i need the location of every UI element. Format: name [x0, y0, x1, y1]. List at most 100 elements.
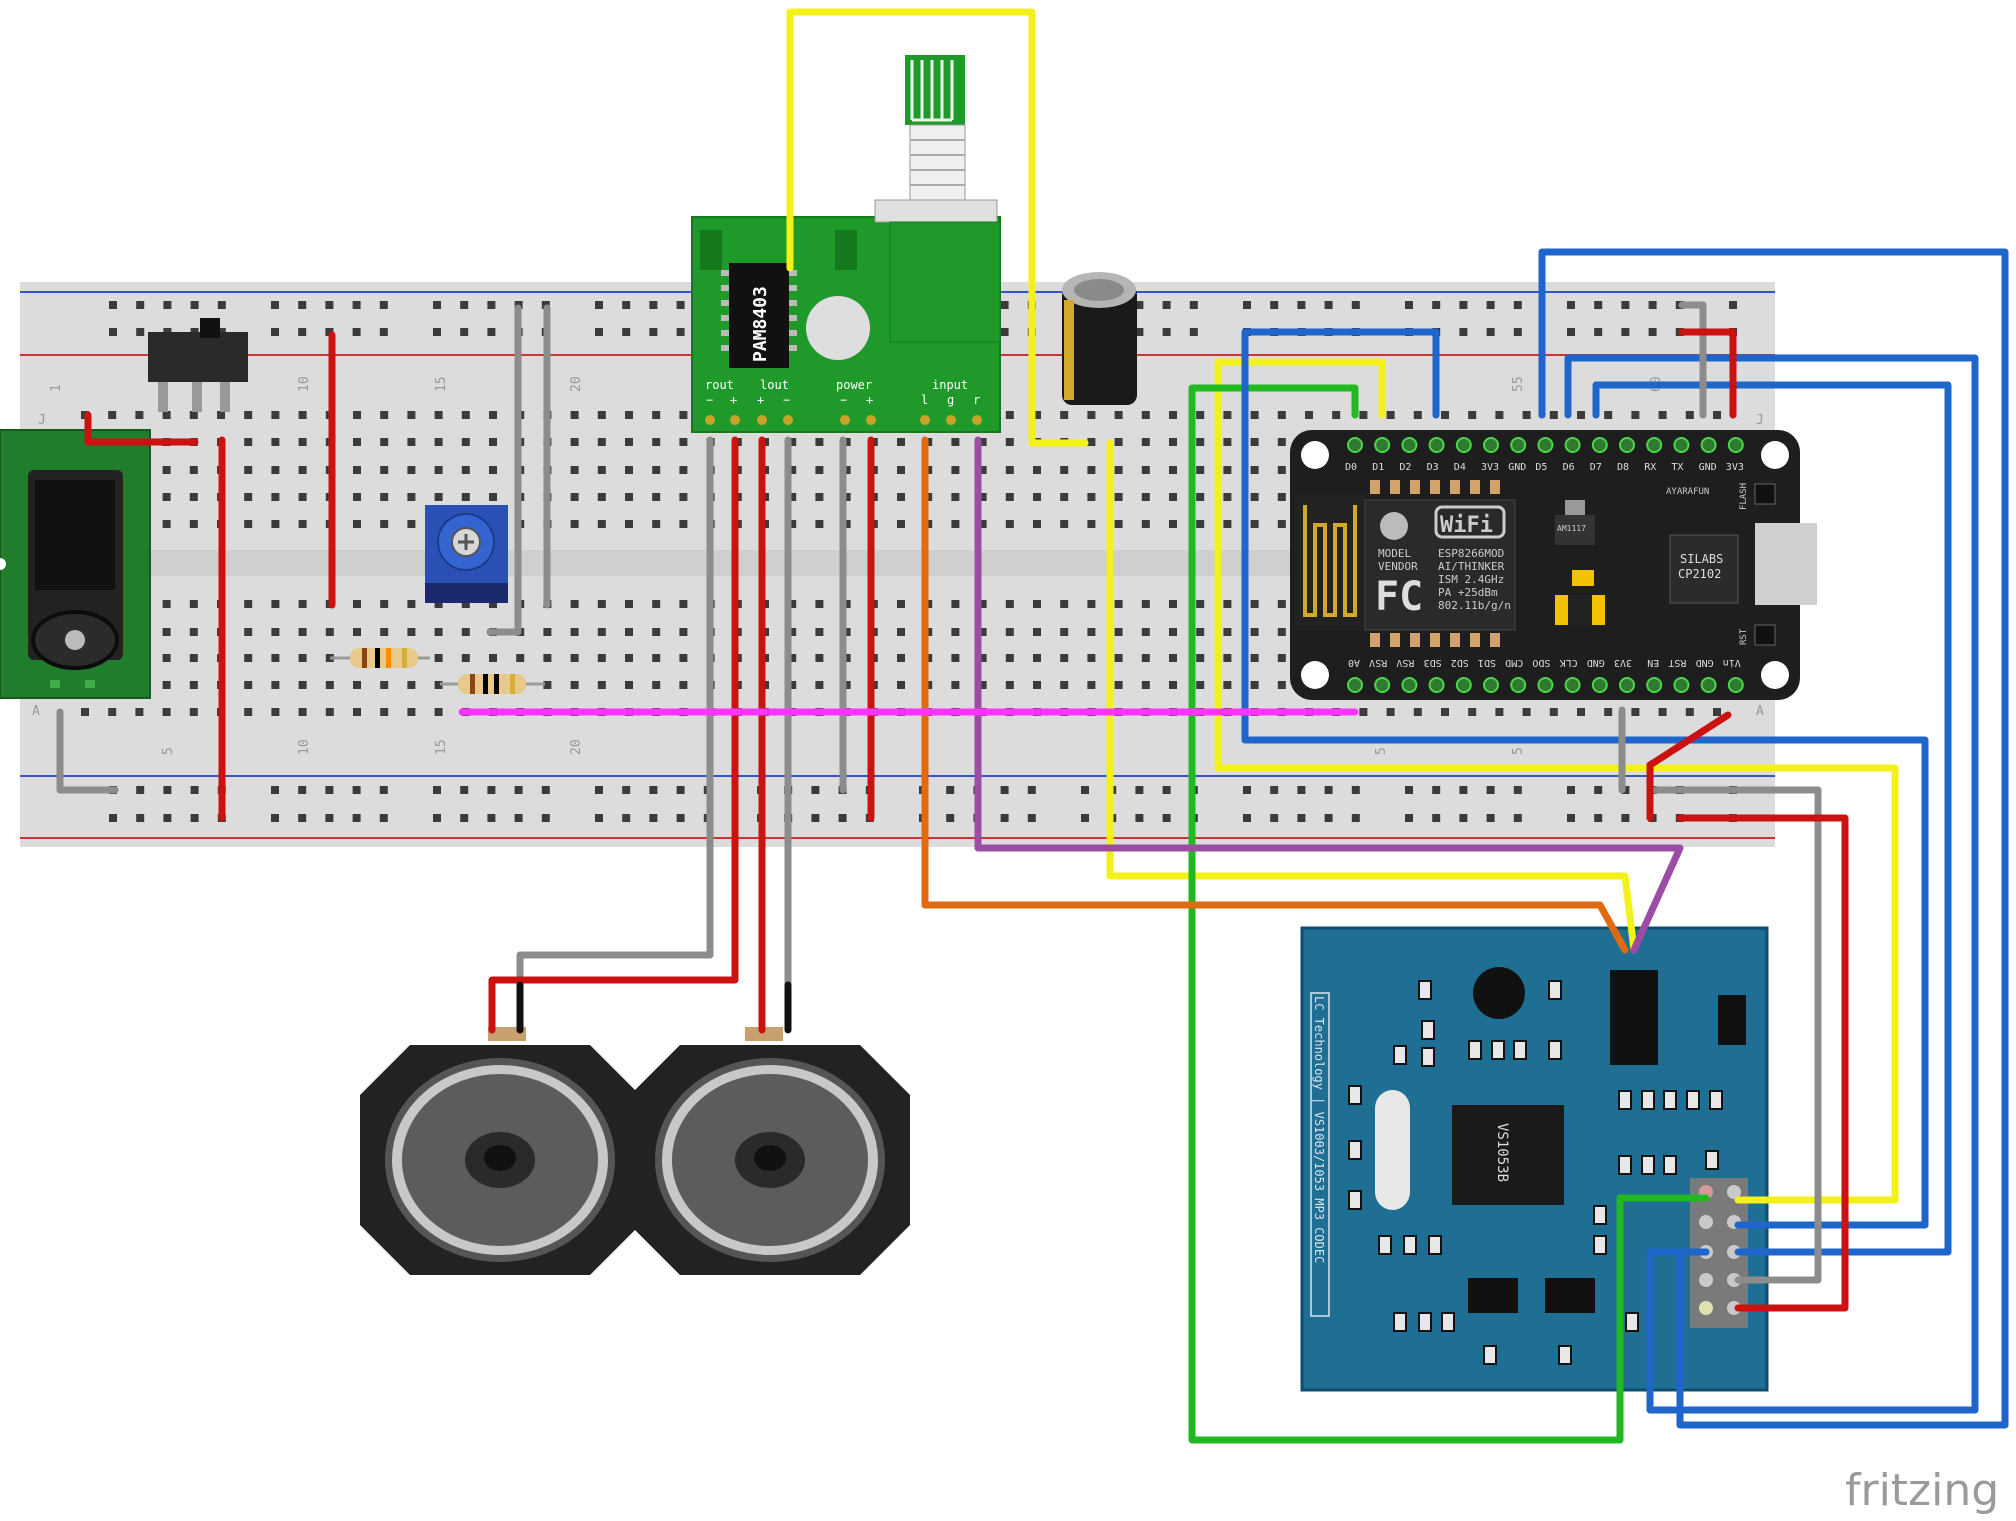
- esp-bottom-pin-label: 3V3: [1614, 657, 1632, 668]
- dc-jack-module: [0, 429, 151, 699]
- trimmer-potentiometer: [425, 505, 508, 603]
- wire-yellow: [786, 8, 1089, 447]
- mp3-smd-pads: [1348, 980, 1723, 1365]
- esp-bottom-pin-label: CLK: [1560, 657, 1578, 668]
- col-number: 5: [1511, 747, 1526, 755]
- esp-module-line: 802.11b/g/n: [1438, 599, 1511, 612]
- esp-bottom-pin-label: GND: [1587, 657, 1605, 668]
- wire-grey: [1678, 301, 1707, 419]
- amp-input-label: input: [932, 378, 968, 392]
- usb-chip-label: CP2102: [1678, 567, 1721, 581]
- vs1053-mp3-module: LC Technology | VS1003/1053 MP3 CODEC VS…: [1300, 926, 1769, 1392]
- wire-grey: [1646, 786, 1822, 1284]
- amp-input-pin: g: [947, 393, 954, 407]
- wire-purple: [974, 436, 1684, 954]
- esp-bottom-pin-label: EN: [1647, 657, 1659, 668]
- col-number: 20: [569, 376, 584, 392]
- esp-top-pin-label: RX: [1644, 462, 1656, 473]
- amp-pin-polarity: −: [706, 393, 713, 407]
- mp3-chip-label: VS1053B: [1494, 1123, 1510, 1182]
- esp-bottom-pin-label: RSV: [1369, 657, 1387, 668]
- wire-grey: [486, 304, 522, 636]
- esp-top-pin-label: GND: [1699, 462, 1717, 473]
- slide-switch: [148, 318, 248, 412]
- wire-red: [84, 411, 199, 446]
- esp-top-pin-label: 3V3: [1726, 462, 1744, 473]
- electrolytic-capacitor: [1062, 272, 1137, 405]
- esp-bottom-pin-label: SD3: [1424, 657, 1442, 668]
- esp-bottom-pin-label: SDO: [1532, 657, 1550, 668]
- mp3-side-label: LC Technology | VS1003/1053 MP3 CODEC: [1312, 996, 1326, 1263]
- col-number: 15: [434, 739, 449, 755]
- amp-pin-polarity: +: [730, 393, 737, 407]
- esp-bottom-pin-label: A0: [1348, 657, 1360, 668]
- wire-grey: [56, 708, 119, 794]
- amp-lout-label: lout: [760, 378, 789, 392]
- resistor-1: [330, 648, 430, 668]
- esp-module-line: AI/THINKER: [1438, 560, 1505, 573]
- wire-green: [1188, 384, 1710, 1444]
- row-letter: A: [1756, 704, 1764, 719]
- wire-red: [1678, 328, 1737, 419]
- wire-yellow: [1106, 439, 1638, 954]
- esp-top-pin-label: D5: [1535, 462, 1547, 473]
- amp-rout-label: rout: [705, 378, 734, 392]
- esp-bottom-pin-label: Vin: [1723, 657, 1741, 668]
- rst-label: RST: [1739, 628, 1749, 645]
- wire-blue: [1592, 381, 1952, 1256]
- esp-top-pin-label: 3V3: [1481, 462, 1499, 473]
- esp-top-pin-label: D1: [1372, 462, 1384, 473]
- wire-blue: [1564, 354, 1979, 1414]
- esp-top-pin-label: D3: [1427, 462, 1439, 473]
- amp-pin-polarity: −: [840, 393, 847, 407]
- brand-label: AYARAFUN: [1666, 487, 1709, 497]
- esp-top-pin-label: D4: [1454, 462, 1466, 473]
- esp-bottom-pin-label: SD2: [1451, 657, 1469, 668]
- col-number: 10: [297, 739, 312, 755]
- esp-pin-header: [1347, 437, 1744, 693]
- wire-yellow: [1214, 358, 1899, 1204]
- row-letter: J: [38, 413, 46, 428]
- col-number: 20: [569, 739, 584, 755]
- wifi-logo: WiFi: [1440, 513, 1493, 538]
- speaker-right: [630, 1027, 910, 1275]
- esp-top-pin-label: D6: [1563, 462, 1575, 473]
- esp-vendor: VENDOR: [1378, 560, 1418, 573]
- wire-orange: [921, 436, 1629, 954]
- esp-bottom-pin-label: RSV: [1396, 657, 1414, 668]
- col-number: 10: [297, 376, 312, 392]
- wire-red: [1676, 814, 1849, 1312]
- usb-chip-label: SILABS: [1680, 552, 1723, 566]
- col-number: 1: [49, 384, 64, 392]
- regulator-label: AM1117: [1557, 524, 1586, 533]
- esp-top-pin-label: TX: [1671, 462, 1683, 473]
- esp-bottom-pin-label: CMD: [1505, 657, 1523, 668]
- esp-module-line: ISM 2.4GHz: [1438, 573, 1504, 586]
- col-number: 55: [1511, 376, 1526, 392]
- esp-top-pin-label: D2: [1399, 462, 1411, 473]
- amp-input-pin: r: [973, 393, 980, 407]
- wire-red: [1646, 711, 1732, 822]
- esp-top-pin-label: GND: [1508, 462, 1526, 473]
- wire-grey: [516, 436, 714, 989]
- row-letter: J: [1756, 413, 1764, 428]
- wire-blue: [1241, 328, 1929, 1229]
- amp-power-label: power: [836, 378, 872, 392]
- fc-logo: FC: [1375, 574, 1423, 620]
- speaker-left: [360, 1027, 640, 1275]
- fritzing-watermark: fritzing: [1845, 1465, 1999, 1516]
- amp-pin-polarity: −: [783, 393, 790, 407]
- esp-module-line: ESP8266MOD: [1438, 547, 1504, 560]
- esp-top-pin-label: D8: [1617, 462, 1629, 473]
- esp-top-pin-label: D0: [1345, 462, 1357, 473]
- esp-module-line: PA +25dBm: [1438, 586, 1498, 599]
- col-number: 15: [434, 376, 449, 392]
- esp-model: MODEL: [1378, 547, 1411, 560]
- amp-pin-polarity: +: [757, 393, 764, 407]
- esp-bottom-pin-label: GND: [1696, 657, 1714, 668]
- wires: [56, 8, 2009, 1444]
- esp-bottom-pin-label: RST: [1668, 657, 1686, 668]
